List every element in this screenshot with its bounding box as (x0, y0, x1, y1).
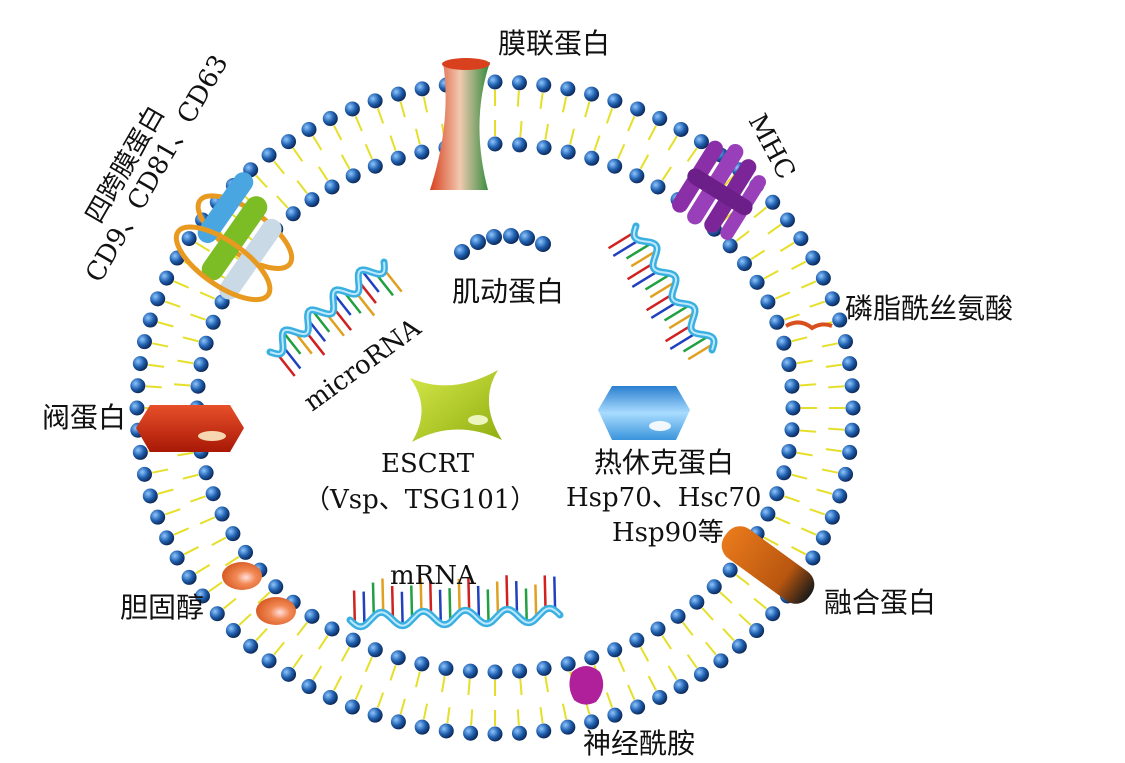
rna-strand-right (607, 222, 718, 361)
escrt-shape (410, 370, 502, 442)
label-escrt-members: （Vsp、TSG101） (304, 485, 536, 515)
heat-shock-protein-shape (598, 386, 690, 440)
membrane-linked-protein-shape (430, 58, 490, 190)
label-hsp-line2: Hsp90等 (612, 518, 724, 548)
tetraspanin-protein-shape (173, 172, 295, 303)
sphingomyelin-shape (569, 666, 604, 705)
microrna-strand (266, 258, 403, 377)
fusion-protein-shape (721, 526, 815, 604)
label-actin: 肌动蛋白 (452, 275, 564, 308)
cholesterol-shape (222, 562, 296, 625)
label-fusion-protein: 融合蛋白 (824, 586, 936, 619)
label-cholesterol: 胆固醇 (120, 591, 204, 624)
label-escrt: ESCRT (381, 449, 475, 479)
label-microrna: microRNA (298, 312, 427, 417)
label-tetraspanin-members: CD9、CD81、CD63 (80, 50, 234, 288)
label-phosphatidylserine: 磷脂酰丝氨酸 (845, 292, 1013, 325)
mrna-strand (346, 575, 564, 631)
phosphatidylserine-marker (785, 320, 833, 331)
mhc-protein-shape (672, 140, 767, 240)
label-hsp-line1: Hsp70、Hsc70 (566, 483, 761, 513)
label-valve-protein: 阀蛋白 (42, 401, 126, 434)
label-mrna: mRNA (390, 561, 477, 591)
actin-chain (454, 228, 551, 260)
label-membrane-linked-protein: 膜联蛋白 (498, 27, 610, 60)
label-sphingomyelin: 神经酰胺 (583, 727, 695, 760)
label-heat-shock-protein: 热休克蛋白 (594, 446, 734, 479)
valve-protein-shape (136, 405, 244, 452)
